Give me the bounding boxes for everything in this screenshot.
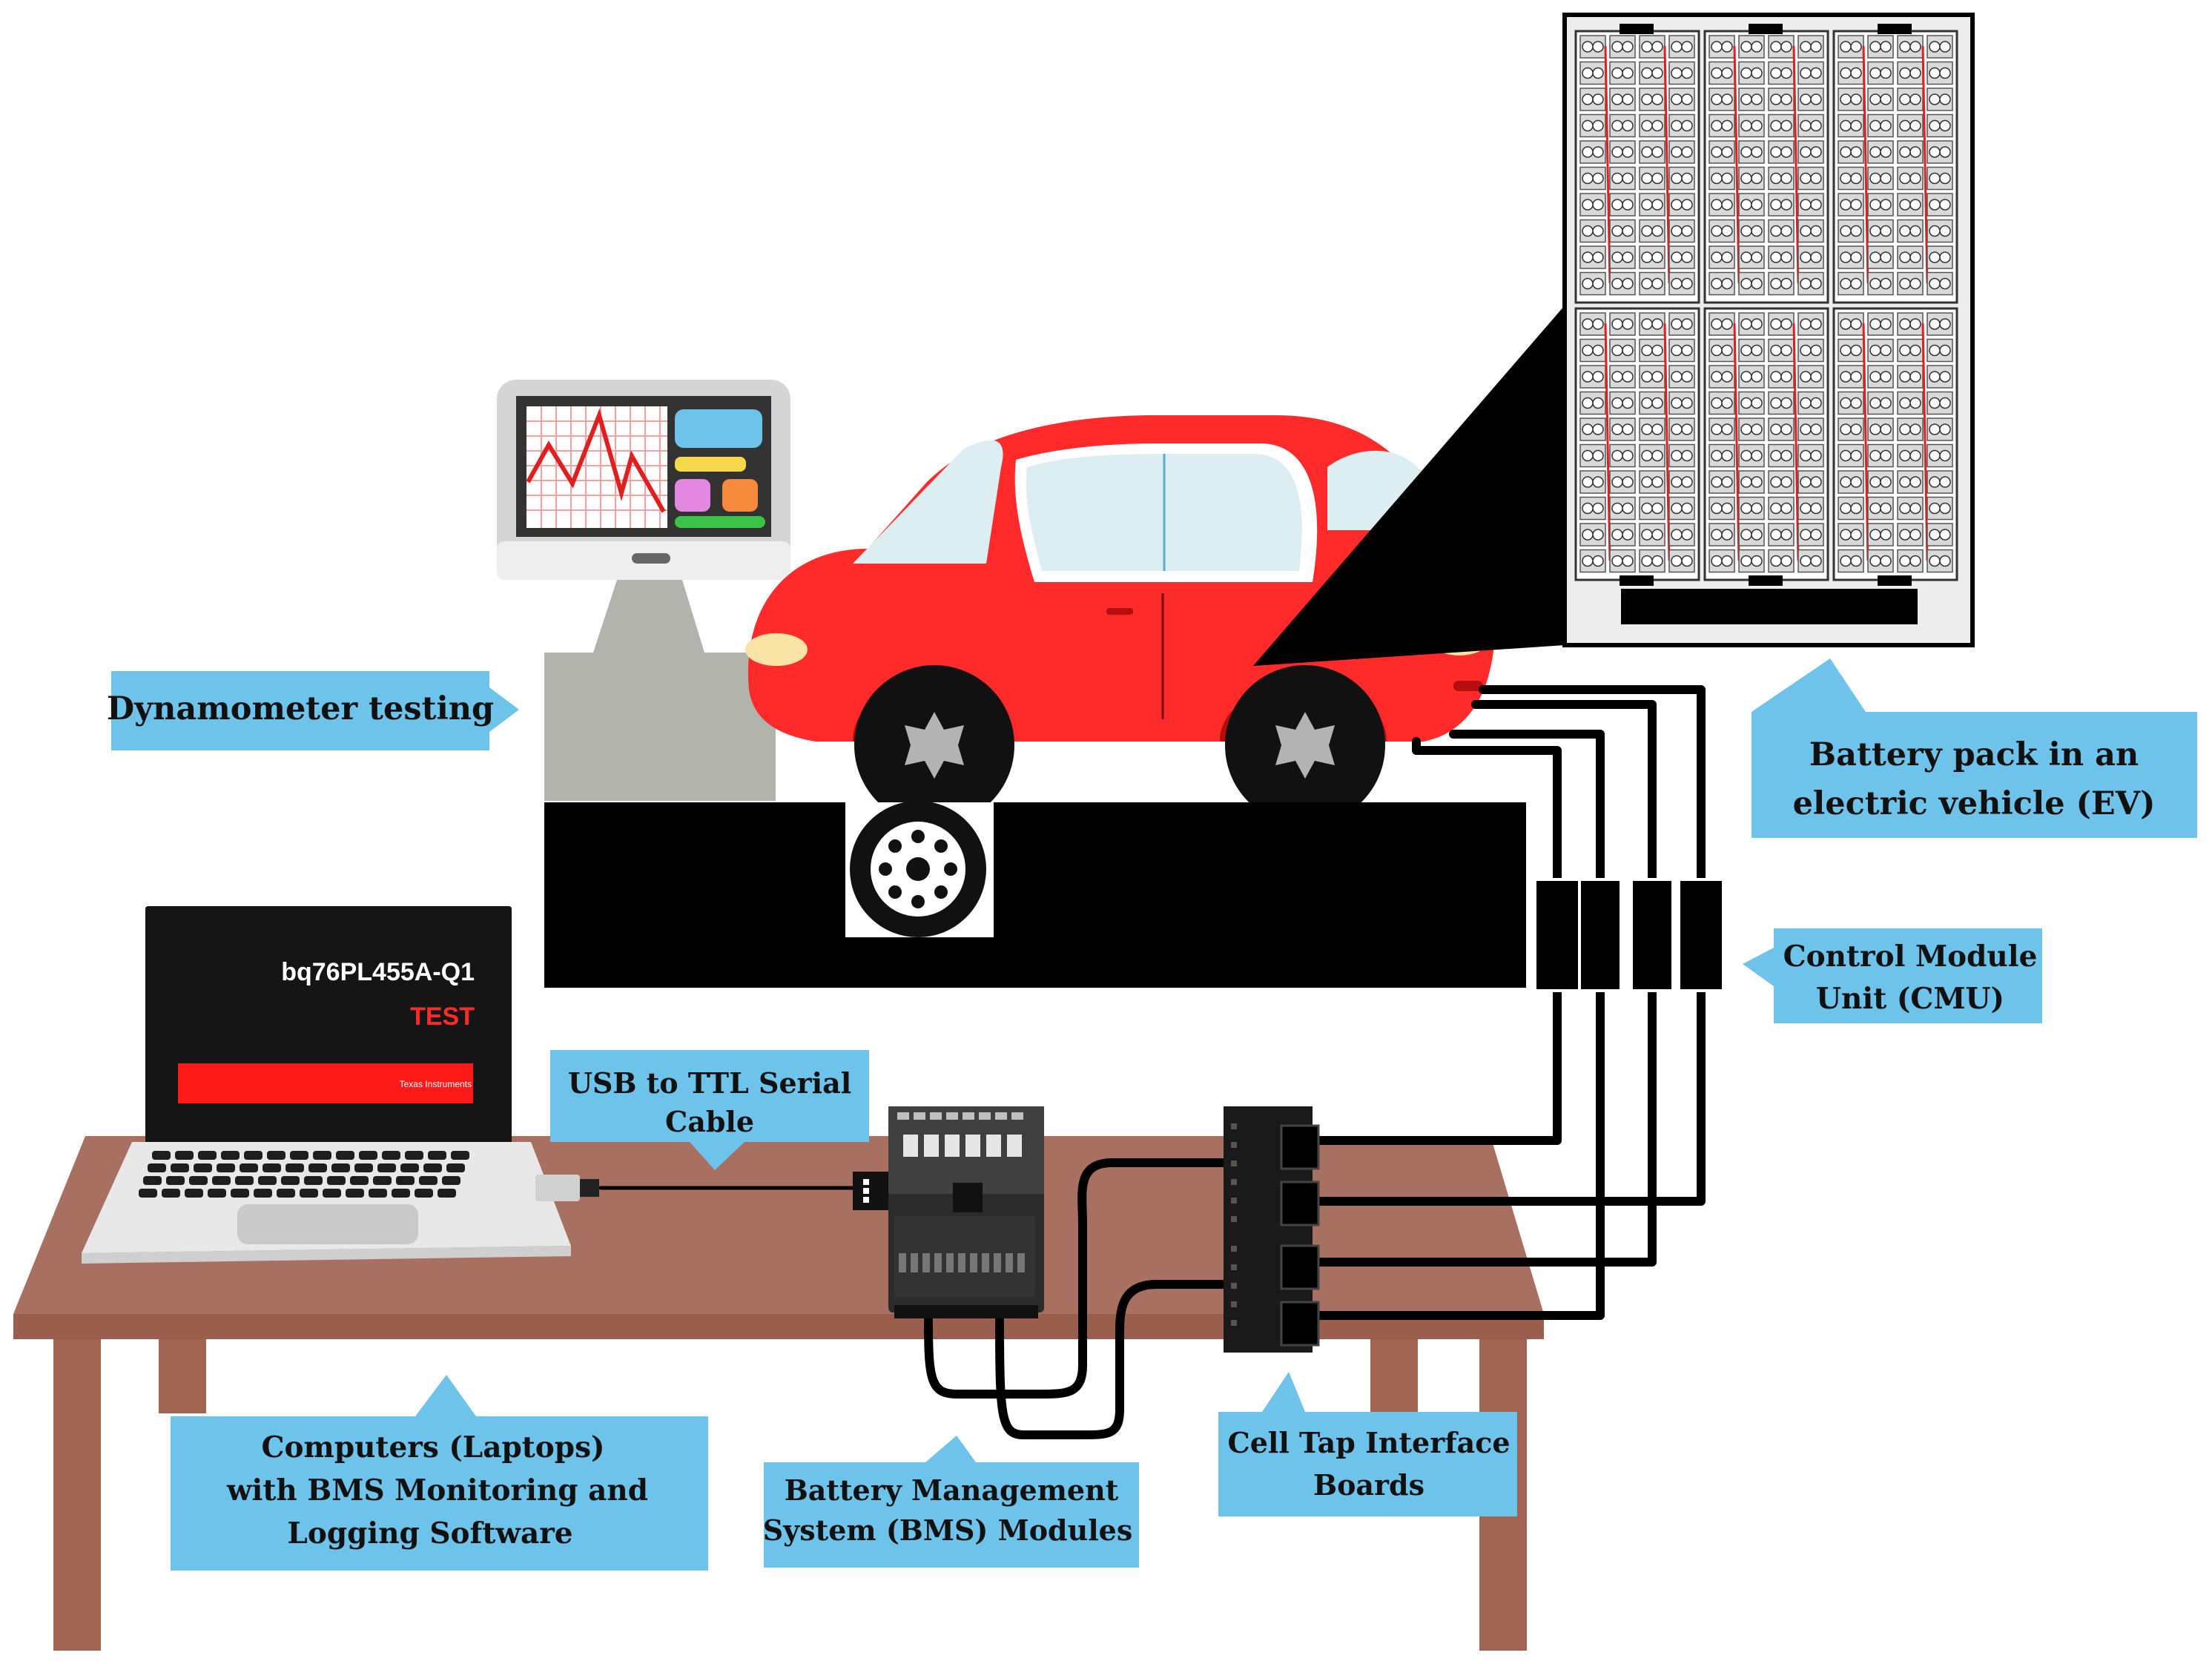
callout-cmu: Control Module Unit (CMU) bbox=[1743, 928, 2042, 1023]
usb-plug-icon bbox=[535, 1175, 599, 1201]
laptop-test-label: TEST bbox=[410, 1003, 475, 1031]
callout-bms-line1: Battery Management bbox=[785, 1473, 1119, 1507]
battery-pack-icon bbox=[1562, 13, 1975, 647]
callout-cmu-line2: Unit (CMU) bbox=[1816, 982, 2004, 1016]
callout-usb-line2: Cable bbox=[665, 1105, 754, 1138]
car-icon bbox=[745, 306, 1565, 825]
callout-usb-line1: USB to TTL Serial bbox=[568, 1066, 851, 1100]
callout-computers-line3: Logging Software bbox=[287, 1516, 572, 1551]
callout-cell-tap-line2: Boards bbox=[1313, 1468, 1424, 1502]
callout-cmu-line1: Control Module bbox=[1783, 940, 2038, 974]
callout-cell-tap-line1: Cell Tap Interface bbox=[1227, 1426, 1510, 1459]
callout-bms-line2: System (BMS) Modules bbox=[763, 1513, 1133, 1547]
callout-usb-cable: USB to TTL Serial Cable bbox=[550, 1050, 869, 1170]
callout-battery-pack-line1: Battery pack in an bbox=[1809, 736, 2139, 773]
callout-computers-line1: Computers (Laptops) bbox=[262, 1430, 605, 1465]
cmu-connectors bbox=[1533, 878, 1725, 992]
monitor-icon bbox=[497, 380, 790, 801]
laptop-brand-label: Texas Instruments bbox=[400, 1079, 472, 1089]
cables bbox=[598, 685, 1706, 1439]
callout-battery-pack: Battery pack in an electric vehicle (EV) bbox=[1752, 658, 2197, 838]
callout-computers: Computers (Laptops) with BMS Monitoring … bbox=[171, 1375, 708, 1571]
dynamometer-platform bbox=[544, 801, 1526, 988]
callout-battery-pack-line2: electric vehicle (EV) bbox=[1793, 785, 2156, 822]
laptop-model-label: bq76PL455A-Q1 bbox=[281, 958, 475, 986]
callout-dynamometer: Dynamometer testing bbox=[107, 671, 519, 750]
laptop: bq76PL455A-Q1 TEST Texas Instruments bbox=[82, 906, 599, 1264]
callout-bms: Battery Management System (BMS) Modules bbox=[763, 1436, 1139, 1568]
callout-cell-tap: Cell Tap Interface Boards bbox=[1218, 1372, 1517, 1516]
callout-computers-line2: with BMS Monitoring and bbox=[226, 1473, 648, 1508]
cell-tap-interface-boards bbox=[1224, 1106, 1320, 1353]
callout-dynamometer-text: Dynamometer testing bbox=[107, 690, 494, 727]
bms-module-board bbox=[853, 1106, 1044, 1318]
